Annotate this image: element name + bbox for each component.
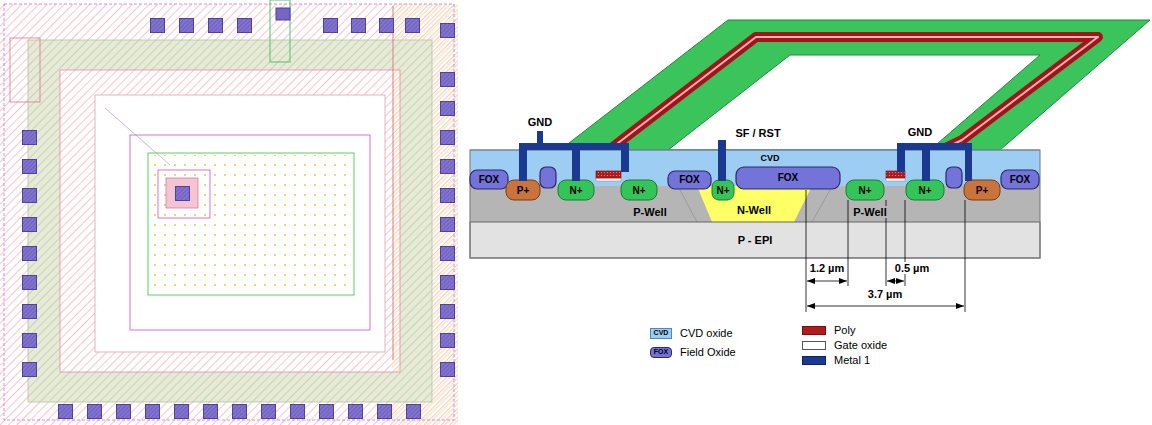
dimension-label: 0.5 µm xyxy=(893,262,931,275)
region-label: FOX xyxy=(679,174,700,186)
region-label: N+ xyxy=(569,185,582,197)
region-label: N+ xyxy=(858,185,871,197)
region-label: FOX xyxy=(778,172,799,184)
legend-text: Metal 1 xyxy=(834,354,870,367)
legend-text: Gate oxide xyxy=(834,339,887,352)
signal-name: GND xyxy=(908,126,932,139)
well-label: P-Well xyxy=(851,206,888,219)
well-label: N-Well xyxy=(737,204,771,217)
legend-text: Poly xyxy=(834,324,855,337)
signal-name: SF / RST xyxy=(735,127,780,140)
legend-text: Field Oxide xyxy=(680,346,736,359)
region-label: P+ xyxy=(517,185,530,197)
swatch-label: CVD xyxy=(654,329,669,337)
dimension-label: 1.2 µm xyxy=(808,262,846,275)
region-label: N+ xyxy=(918,185,931,197)
swatch-label: FOX xyxy=(654,348,668,356)
region-label: N+ xyxy=(632,185,645,197)
layer-label: CVD xyxy=(760,153,779,163)
legend-swatch xyxy=(802,326,826,335)
legend-text: CVD oxide xyxy=(680,327,733,340)
legend-swatch xyxy=(802,341,826,350)
region-label: FOX xyxy=(479,174,500,186)
region-label: N+ xyxy=(716,185,729,197)
well-label: P-Well xyxy=(631,206,668,219)
pixel-layout xyxy=(0,0,458,425)
legend-swatch xyxy=(802,356,826,365)
signal-name: GND xyxy=(528,116,552,129)
cross-section xyxy=(470,20,1150,312)
region-label: FOX xyxy=(1010,174,1031,186)
dimension-label: 3.7 µm xyxy=(866,288,904,301)
substrate-label: P - EPI xyxy=(738,234,773,247)
region-label: P+ xyxy=(976,185,989,197)
